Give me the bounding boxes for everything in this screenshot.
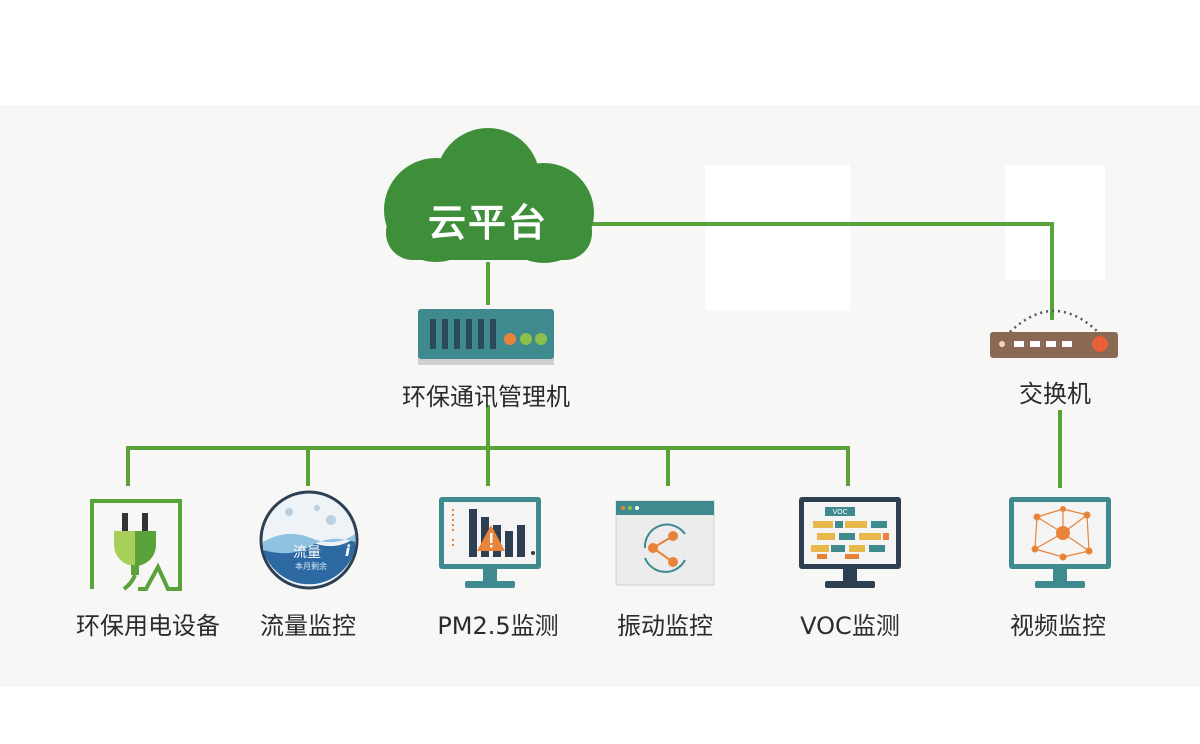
device-label-video: 视频监控	[1010, 612, 1106, 640]
switch-label: 交换机	[1019, 380, 1091, 408]
cloud-to-switch-line	[590, 222, 1054, 320]
hub-label: 环保通讯管理机	[402, 383, 570, 411]
vibration-monitor-icon	[615, 500, 715, 586]
power-plug-icon	[90, 499, 182, 591]
device-label-power: 环保用电设备	[76, 612, 220, 640]
video-network-monitor-icon	[1009, 497, 1111, 588]
device-label-vibration: 振动监控	[617, 612, 713, 640]
device-label-voc: VOC监测	[800, 612, 900, 640]
water-flow-gauge-icon: 流量 本月剩余 i	[259, 490, 359, 590]
router-icon	[990, 309, 1118, 358]
device-label-pm25: PM2.5监测	[437, 612, 559, 640]
info-mark: i	[345, 542, 351, 560]
cloud-label: 云平台	[427, 201, 548, 245]
server-rack-icon	[418, 309, 554, 365]
voc-screen-tag: VOC	[832, 508, 848, 516]
gauge-title: 流量	[293, 545, 321, 561]
blank-patch	[705, 165, 850, 310]
pm25-monitor-icon	[439, 497, 541, 588]
voc-monitor-icon: VOC	[797, 495, 903, 591]
cloud-icon	[384, 128, 594, 263]
diagram-background	[0, 105, 1200, 687]
device-label-flow: 流量监控	[260, 612, 356, 640]
gauge-subtitle: 本月剩余	[295, 562, 327, 571]
